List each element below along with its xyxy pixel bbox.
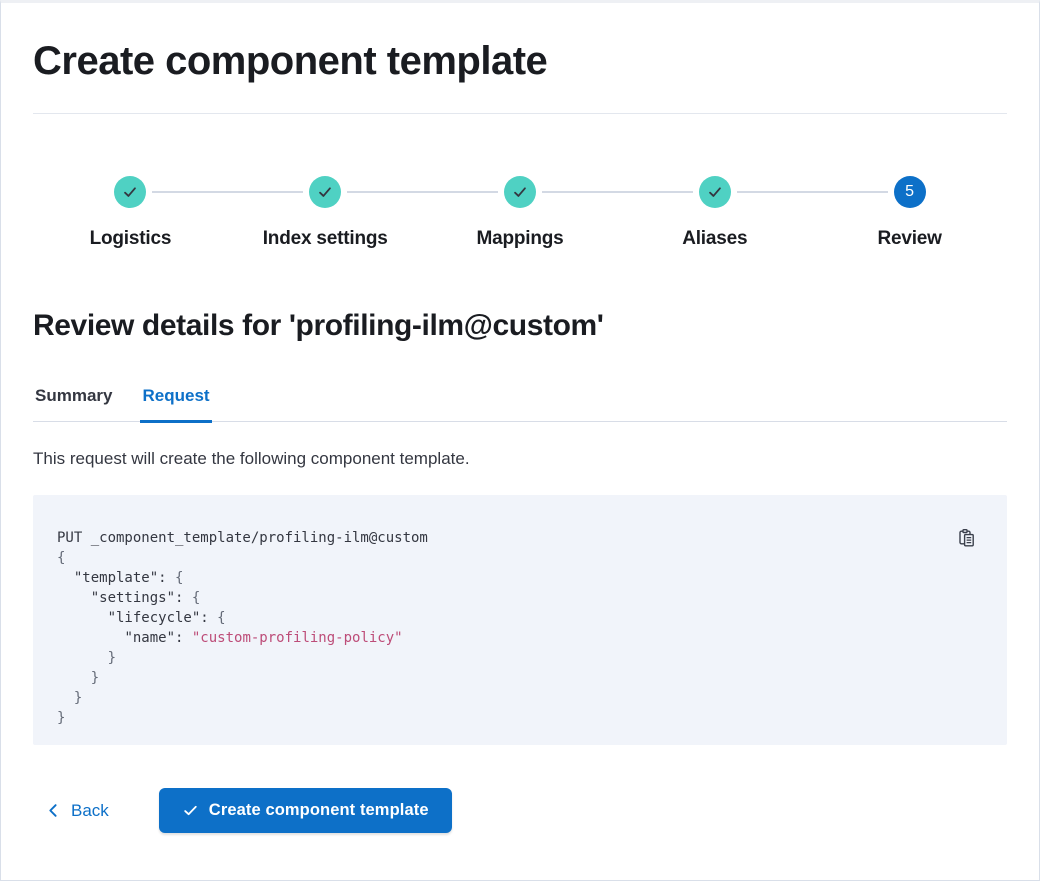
title-divider [33,113,1007,114]
step-complete-check-icon [698,176,731,208]
code-line: "name": "custom-profiling-policy" [124,630,403,646]
step-mappings[interactable]: Mappings [422,176,618,250]
footer-actions: Back Create component template [33,788,1007,833]
step-complete-check-icon [114,176,147,208]
tab-request[interactable]: Request [140,384,212,423]
code-line: } [90,670,100,686]
submit-button-label: Create component template [208,801,429,819]
copy-to-clipboard-button[interactable] [957,528,977,548]
step-complete-check-icon [309,176,342,208]
step-label: Logistics [89,228,172,249]
request-description: This request will create the following c… [33,449,470,468]
code-line: } [73,690,83,706]
step-label: Mappings [476,228,564,249]
back-button[interactable]: Back [33,788,117,833]
page-title: Create component template [33,39,548,83]
review-heading: Review details for 'profiling-ilm@custom… [33,309,604,342]
create-component-template-button[interactable]: Create component template [158,788,452,833]
code-line: "template": { [73,570,184,586]
code-line: { [57,550,66,566]
step-aliases[interactable]: Aliases [617,176,812,250]
request-code-block: PUT _component_template/profiling-ilm@cu… [33,495,1007,745]
code-line: } [107,650,117,666]
code-line: "lifecycle": { [107,610,226,626]
code-line: "settings": { [90,590,201,606]
chevron-left-icon [45,802,62,819]
step-current-number: 5 [893,176,926,208]
code-lines: PUT _component_template/profiling-ilm@cu… [57,528,983,728]
review-tab-bar: Summary Request [33,384,1007,423]
code-line: } [57,710,66,726]
step-complete-check-icon [503,176,536,208]
step-index-settings[interactable]: Index settings [227,176,423,250]
step-label: Index settings [262,228,388,249]
step-label: Aliases [682,228,748,249]
tab-summary[interactable]: Summary [35,386,113,405]
back-button-label: Back [71,800,109,820]
step-label: Review [877,228,942,249]
code-line: PUT _component_template/profiling-ilm@cu… [57,530,428,546]
check-icon [182,802,199,819]
copy-clipboard-icon [957,529,977,551]
step-logistics[interactable]: Logistics [33,176,228,250]
